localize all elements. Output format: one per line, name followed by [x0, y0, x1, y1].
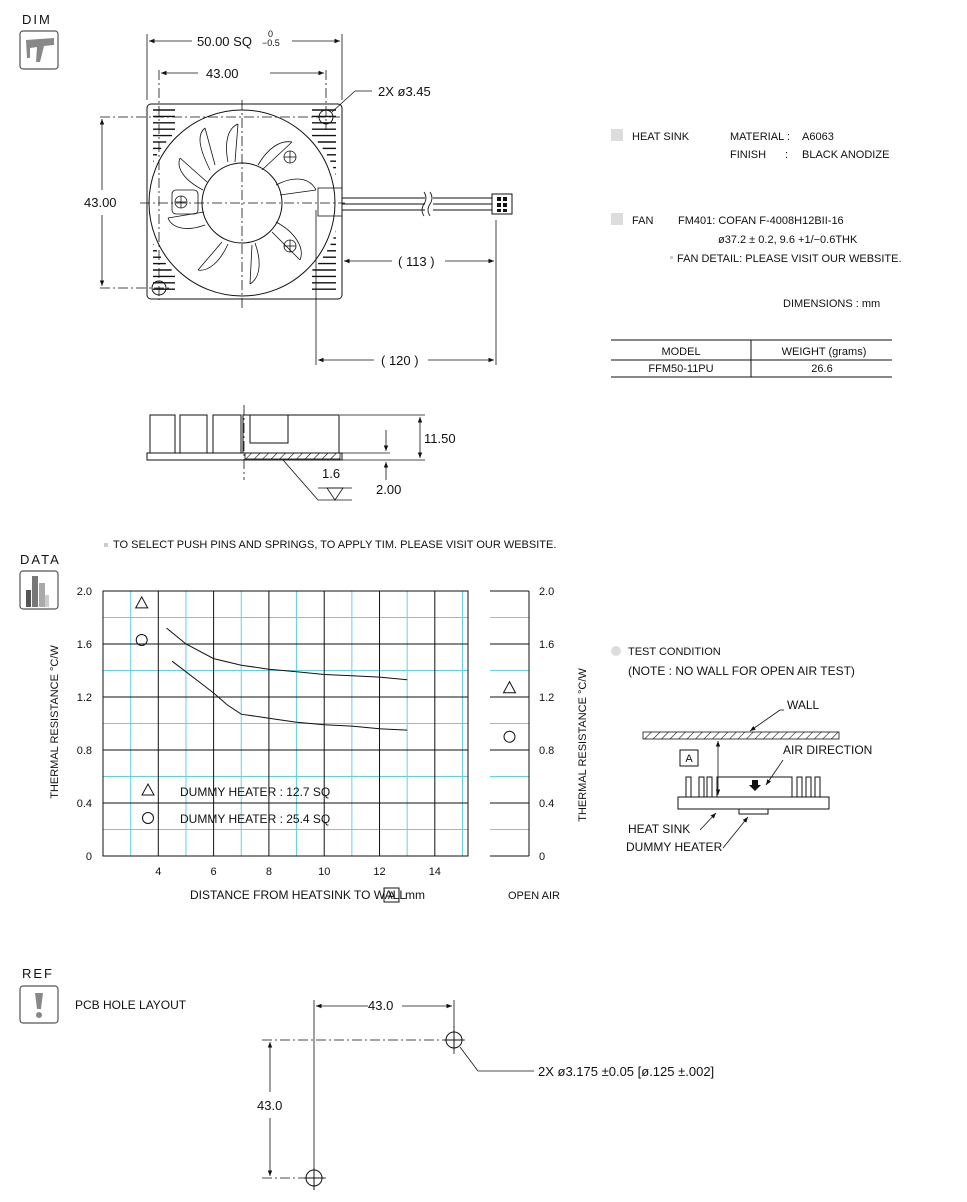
caliper-icon [19, 30, 59, 70]
pcb-span-v: 43.0 [257, 1098, 282, 1113]
y-tick-label-right: 0.8 [539, 745, 554, 757]
table-header-model: MODEL [661, 346, 700, 358]
legend-series-1: DUMMY HEATER : 12.7 SQ [180, 785, 330, 799]
top-view-dimensions [99, 34, 497, 365]
y-tick-label: 0.4 [77, 798, 92, 810]
legend-series-2: DUMMY HEATER : 25.4 SQ [180, 812, 330, 826]
y-tick-label-right: 1.6 [539, 639, 554, 651]
heatsink-side-view [146, 405, 425, 501]
test-condition-title: TEST CONDITION [628, 646, 721, 658]
y-tick-label-right: 0.4 [539, 798, 554, 810]
chart-xlabel-box [383, 887, 400, 903]
fan-detail-bullet [670, 256, 673, 259]
spec-finish-sep: : [785, 149, 788, 161]
open-air-marker-circle [503, 730, 516, 743]
test-gap-box-text: A [685, 753, 693, 765]
section-dim-label: DIM [22, 12, 52, 27]
series-line-1 [166, 627, 408, 681]
legend-circle-marker [142, 812, 154, 824]
spec-fan-label: FAN [632, 215, 653, 227]
push-pin-note: TO SELECT PUSH PINS AND SPRINGS, TO APPL… [113, 539, 556, 551]
section-data-label: DATA [20, 552, 61, 567]
pcb-span-h: 43.0 [368, 998, 393, 1013]
model-table [611, 339, 892, 378]
y-tick-label-right: 2.0 [539, 586, 554, 598]
open-air-marker-triangle [502, 680, 517, 694]
series-marker-circle [135, 634, 148, 647]
dim-flatness: 1.6 [322, 466, 340, 481]
spec-material-value: A6063 [802, 131, 834, 143]
chart-xlabel-box-text: A [388, 890, 396, 902]
note-bullet [104, 543, 108, 547]
y-tick-label: 0 [86, 851, 92, 863]
section-ref-label: REF [22, 966, 54, 981]
dim-cable-120: ( 120 ) [381, 353, 419, 368]
chart-xlabel-unit: mm [405, 888, 425, 902]
series-marker-triangle [134, 595, 149, 609]
test-wall-label: WALL [787, 698, 820, 712]
dim-overall-tol-upper: 0 [268, 29, 273, 39]
series-line-2 [171, 660, 408, 731]
chart-ylabel: THERMAL RESISTANCE °C/W [49, 645, 61, 799]
dim-cable-113: ( 113 ) [398, 254, 435, 269]
x-tick-label: 10 [318, 866, 330, 878]
spec-finish-value: BLACK ANODIZE [802, 149, 889, 161]
y-tick-label-right: 1.2 [539, 692, 554, 704]
dim-overall-tol-lower: −0.5 [262, 38, 280, 48]
heat-sink-bullet [611, 129, 623, 141]
exclamation-icon [19, 985, 59, 1024]
thermal-resistance-chart: 4 6 8 10 12 14 0 0 0.4 0.4 0.8 0.8 1.2 1.2 1.6 1.6 2.0 2.… [77, 586, 555, 878]
chart-ylabel-right: THERMAL RESISTANCE °C/W [577, 668, 589, 822]
pcb-holes: 2X ø3.175 ±0.05 [ø.125 ±.002] [538, 1064, 714, 1079]
x-tick-label: 14 [429, 866, 441, 878]
bar-chart-icon [19, 570, 59, 610]
heatsink-fins [153, 109, 336, 290]
test-condition-note: (NOTE : NO WALL FOR OPEN AIR TEST) [628, 664, 855, 678]
spec-dimensions-unit: DIMENSIONS : mm [783, 298, 880, 310]
chart-open-air-label: OPEN AIR [508, 890, 560, 902]
dim-hole-span-h: 43.00 [206, 66, 239, 81]
y-tick-label-right: 0 [539, 851, 545, 863]
test-air-direction-label: AIR DIRECTION [783, 743, 872, 757]
spec-fan-line1: FM401: COFAN F-4008H12BII-16 [678, 215, 844, 227]
dim-overall: 50.00 SQ [197, 34, 252, 49]
y-tick-label: 1.2 [77, 692, 92, 704]
pcb-title: PCB HOLE LAYOUT [75, 998, 187, 1012]
pcb-hole-layout [262, 1000, 534, 1190]
x-tick-label: 12 [373, 866, 385, 878]
y-tick-label: 0.8 [77, 745, 92, 757]
dim-height: 11.50 [424, 431, 456, 446]
dim-hole-span-v: 43.00 [84, 195, 117, 210]
y-tick-label: 1.6 [77, 639, 92, 651]
legend-triangle-marker [141, 782, 155, 796]
spec-heat-sink-label: HEAT SINK [632, 131, 690, 143]
dim-holes: 2X ø3.45 [378, 84, 431, 99]
heatsink-top-view [100, 70, 513, 310]
y-tick-label: 2.0 [77, 586, 92, 598]
x-tick-label: 4 [155, 866, 161, 878]
test-heat-sink-label: HEAT SINK [628, 822, 690, 836]
chart-xlabel: DISTANCE FROM HEATSINK TO WALL [190, 888, 406, 902]
dim-base: 2.00 [376, 482, 401, 497]
spec-material-label: MATERIAL : [730, 131, 790, 143]
x-tick-label: 6 [211, 866, 217, 878]
spec-finish-label: FINISH [730, 149, 766, 161]
table-header-weight: WEIGHT (grams) [782, 346, 867, 358]
spec-fan-detail: FAN DETAIL: PLEASE VISIT OUR WEBSITE. [677, 253, 902, 265]
test-condition-bullet [611, 646, 621, 656]
test-setup-diagram [642, 709, 840, 849]
fan-bullet [611, 213, 623, 225]
table-cell-weight: 26.6 [811, 363, 832, 375]
spec-fan-line2: ø37.2 ± 0.2, 9.6 +1/−0.6THK [718, 234, 858, 246]
test-dummy-heater-label: DUMMY HEATER [626, 840, 723, 854]
table-cell-model: FFM50-11PU [648, 363, 713, 375]
x-tick-label: 8 [266, 866, 272, 878]
plot-frame [102, 590, 469, 857]
